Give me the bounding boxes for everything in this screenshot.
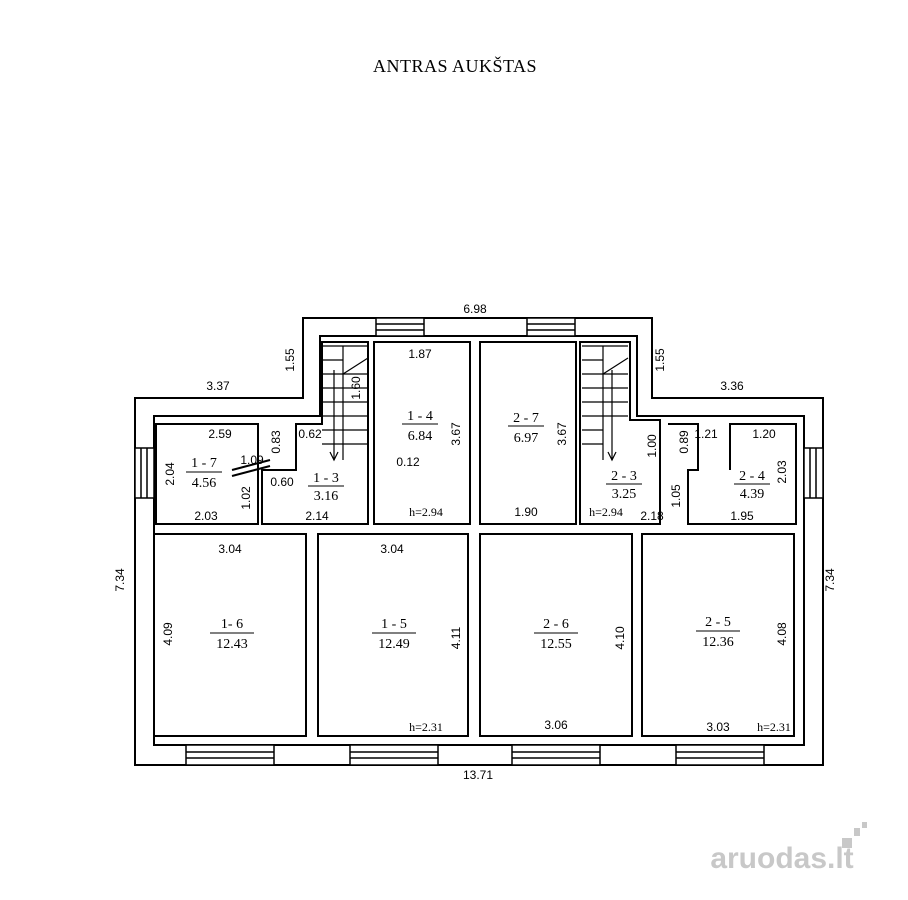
dim-top-total: 6.98: [463, 302, 487, 316]
room-2-4: 2 - 4 4.39: [734, 469, 770, 502]
room-id: 1 - 4: [407, 409, 433, 424]
room-area: 3.25: [612, 487, 637, 502]
dim-r27-bottom: 1.90: [514, 505, 538, 519]
dim-r16-top: 3.04: [218, 542, 242, 556]
room-area: 4.56: [192, 476, 217, 491]
dim-r17-door: 1.02: [239, 486, 253, 510]
dimension-labels-vertical: 1.55 1.55 2.04 0.83 1.02 1.60 3.67 3.67 …: [113, 348, 837, 650]
dim-r25-bottom: 3.03: [706, 720, 730, 734]
stairs-left: [322, 345, 369, 462]
height-r14: h=2.94: [409, 505, 443, 519]
interior-walls: [153, 341, 797, 737]
window-top-left: [375, 317, 425, 337]
height-r25: h=2.31: [757, 720, 791, 734]
room-id: 1 - 5: [381, 617, 407, 632]
room-area: 6.97: [514, 431, 539, 446]
dim-r17-top: 2.59: [208, 427, 232, 441]
watermark: aruodas.lt: [710, 822, 867, 875]
dim-bottom-total: 13.71: [463, 768, 493, 782]
dim-r25-side: 4.08: [775, 622, 789, 646]
bottom-windows: [185, 744, 765, 766]
dim-r14-top: 1.87: [408, 347, 432, 361]
dim-r24-b: 1.21: [694, 427, 718, 441]
room-2-3: 2 - 3 3.25: [606, 469, 642, 502]
dim-r13-door: 0.60: [270, 475, 294, 489]
dim-r13-stair: 1.60: [349, 376, 363, 400]
room-1-3: 1 - 3 3.16: [308, 471, 344, 504]
dim-r15-side: 4.11: [449, 626, 463, 649]
room-id: 1 - 3: [313, 471, 339, 486]
room-area: 3.16: [314, 489, 339, 504]
dim-r16-side: 4.09: [161, 622, 175, 646]
dim-r26-bottom: 3.06: [544, 718, 568, 732]
height-labels: h=2.94 h=2.94 h=2.31 h=2.31: [409, 505, 791, 734]
outer-walls: [134, 317, 824, 766]
room-id: 2 - 4: [739, 469, 765, 484]
dim-r17-side: 2.04: [163, 462, 177, 486]
room-2-6: 2 - 6 12.55: [534, 617, 578, 652]
height-r15: h=2.31: [409, 720, 443, 734]
dim-r24-side: 2.03: [775, 460, 789, 484]
stairs-right: [582, 345, 629, 462]
room-area: 12.36: [702, 635, 734, 650]
dim-r24-a: 0.89: [677, 430, 691, 454]
dim-r17-bottom: 2.03: [194, 509, 218, 523]
room-1-4: 1 - 4 6.84: [402, 409, 438, 444]
dim-r23-side: 1.00: [645, 434, 659, 458]
window-left-side: [134, 447, 155, 499]
room-1-6: 1- 6 12.43: [210, 617, 254, 652]
dim-r17-partition: 1.09: [240, 453, 264, 467]
room-id: 2 - 7: [513, 411, 539, 426]
window-top-right: [526, 317, 576, 337]
room-area: 6.84: [408, 429, 433, 444]
window-right-side: [803, 447, 824, 499]
room-id: 1- 6: [221, 617, 243, 632]
room-id: 2 - 6: [543, 617, 569, 632]
dim-r13-top: 0.62: [298, 427, 322, 441]
room-id: 2 - 5: [705, 615, 731, 630]
dim-r24-c: 1.20: [752, 427, 776, 441]
dim-r23-door: 1.05: [669, 484, 683, 508]
dim-r24-bottom: 1.95: [730, 509, 754, 523]
height-r23: h=2.94: [589, 505, 623, 519]
dim-r13-bottom: 2.14: [305, 509, 329, 523]
room-2-7: 2 - 7 6.97: [508, 411, 544, 446]
room-1-7: 1 - 7 4.56: [186, 456, 222, 491]
dim-right-wing-height: 1.55: [653, 348, 667, 372]
room-area: 12.55: [540, 637, 572, 652]
dim-left-wing-height: 1.55: [283, 348, 297, 372]
house-icon: [842, 822, 867, 848]
dim-left-wing-width: 3.37: [206, 379, 230, 393]
room-area: 4.39: [740, 487, 765, 502]
dim-r26-side: 4.10: [613, 626, 627, 650]
room-area: 12.43: [216, 637, 248, 652]
dimension-labels: 6.98 3.37 3.36 2.59 2.03 1.09 0.60 0.62 …: [194, 302, 776, 782]
watermark-text: aruodas.lt: [710, 842, 853, 875]
dim-r23-bottom: 2.18: [640, 509, 664, 523]
dim-r14-side: 3.67: [449, 422, 463, 446]
dim-right-total: 7.34: [823, 568, 837, 592]
room-area: 12.49: [378, 637, 410, 652]
dim-r15-top: 3.04: [380, 542, 404, 556]
dim-left-total: 7.34: [113, 568, 127, 592]
dim-r17-wall: 0.83: [269, 430, 283, 454]
plan-title: ANTRAS AUKŠTAS: [373, 55, 537, 76]
dim-r13-offset: 0.12: [396, 455, 420, 469]
dim-right-wing-width: 3.36: [720, 379, 744, 393]
room-2-5: 2 - 5 12.36: [696, 615, 740, 650]
room-id: 2 - 3: [611, 469, 637, 484]
dim-r27-side: 3.67: [555, 422, 569, 446]
room-1-5: 1 - 5 12.49: [372, 617, 416, 652]
room-id: 1 - 7: [191, 456, 217, 471]
